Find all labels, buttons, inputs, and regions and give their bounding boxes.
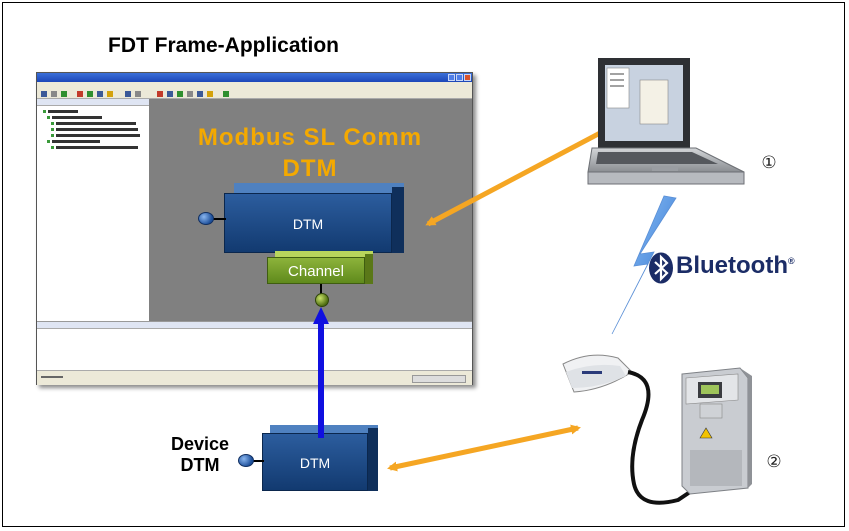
window-titlebar [37,73,472,82]
diagram-title: FDT Frame-Application [108,34,340,57]
channel-box: Channel [267,251,373,284]
bluetooth-brand-text: Bluetooth [676,252,788,279]
bluetooth-adapter-icon [562,354,633,393]
device-dtm-box-label: DTM [262,433,368,491]
close-icon [464,74,471,81]
orange-arrow-drive-link [387,424,581,472]
comm-dtm-port-line [210,218,226,220]
blue-arrow-head [313,307,329,324]
bluetooth-trademark: ® [787,256,795,266]
output-panel [37,321,472,371]
channel-port [315,293,329,307]
device-dtm-label-line1: Device [170,434,230,454]
channel-port-line [320,284,322,296]
adapter-cable [627,370,692,505]
lightning-bolt-icon [611,195,677,335]
drive-number-marker: ② [766,452,782,472]
bluetooth-wordmark: Bluetooth® [676,252,795,280]
comm-dtm-title-line1: Modbus SL Comm [197,124,423,151]
minimize-icon [448,74,455,81]
laptop-icon [587,58,745,185]
comm-dtm-label: DTM [224,193,392,253]
device-dtm-label-line2: DTM [180,455,220,475]
laptop-number-marker: ① [761,153,777,173]
comm-dtm-port [198,212,214,225]
device-dtm-port-line [250,460,264,462]
bluetooth-logo: Bluetooth® [648,252,818,286]
maximize-icon [456,74,463,81]
window-toolbar [37,89,472,99]
bluetooth-icon [649,252,673,284]
comm-dtm-title-line2: DTM [282,155,338,182]
device-dtm-port [238,454,254,467]
project-tree-panel [37,99,150,321]
window-statusbar [37,370,472,385]
channel-label: Channel [267,257,365,284]
variable-speed-drive-icon [681,367,752,495]
device-dtm-label: Device DTM [150,434,250,476]
comm-dtm-box: DTM [224,183,404,253]
